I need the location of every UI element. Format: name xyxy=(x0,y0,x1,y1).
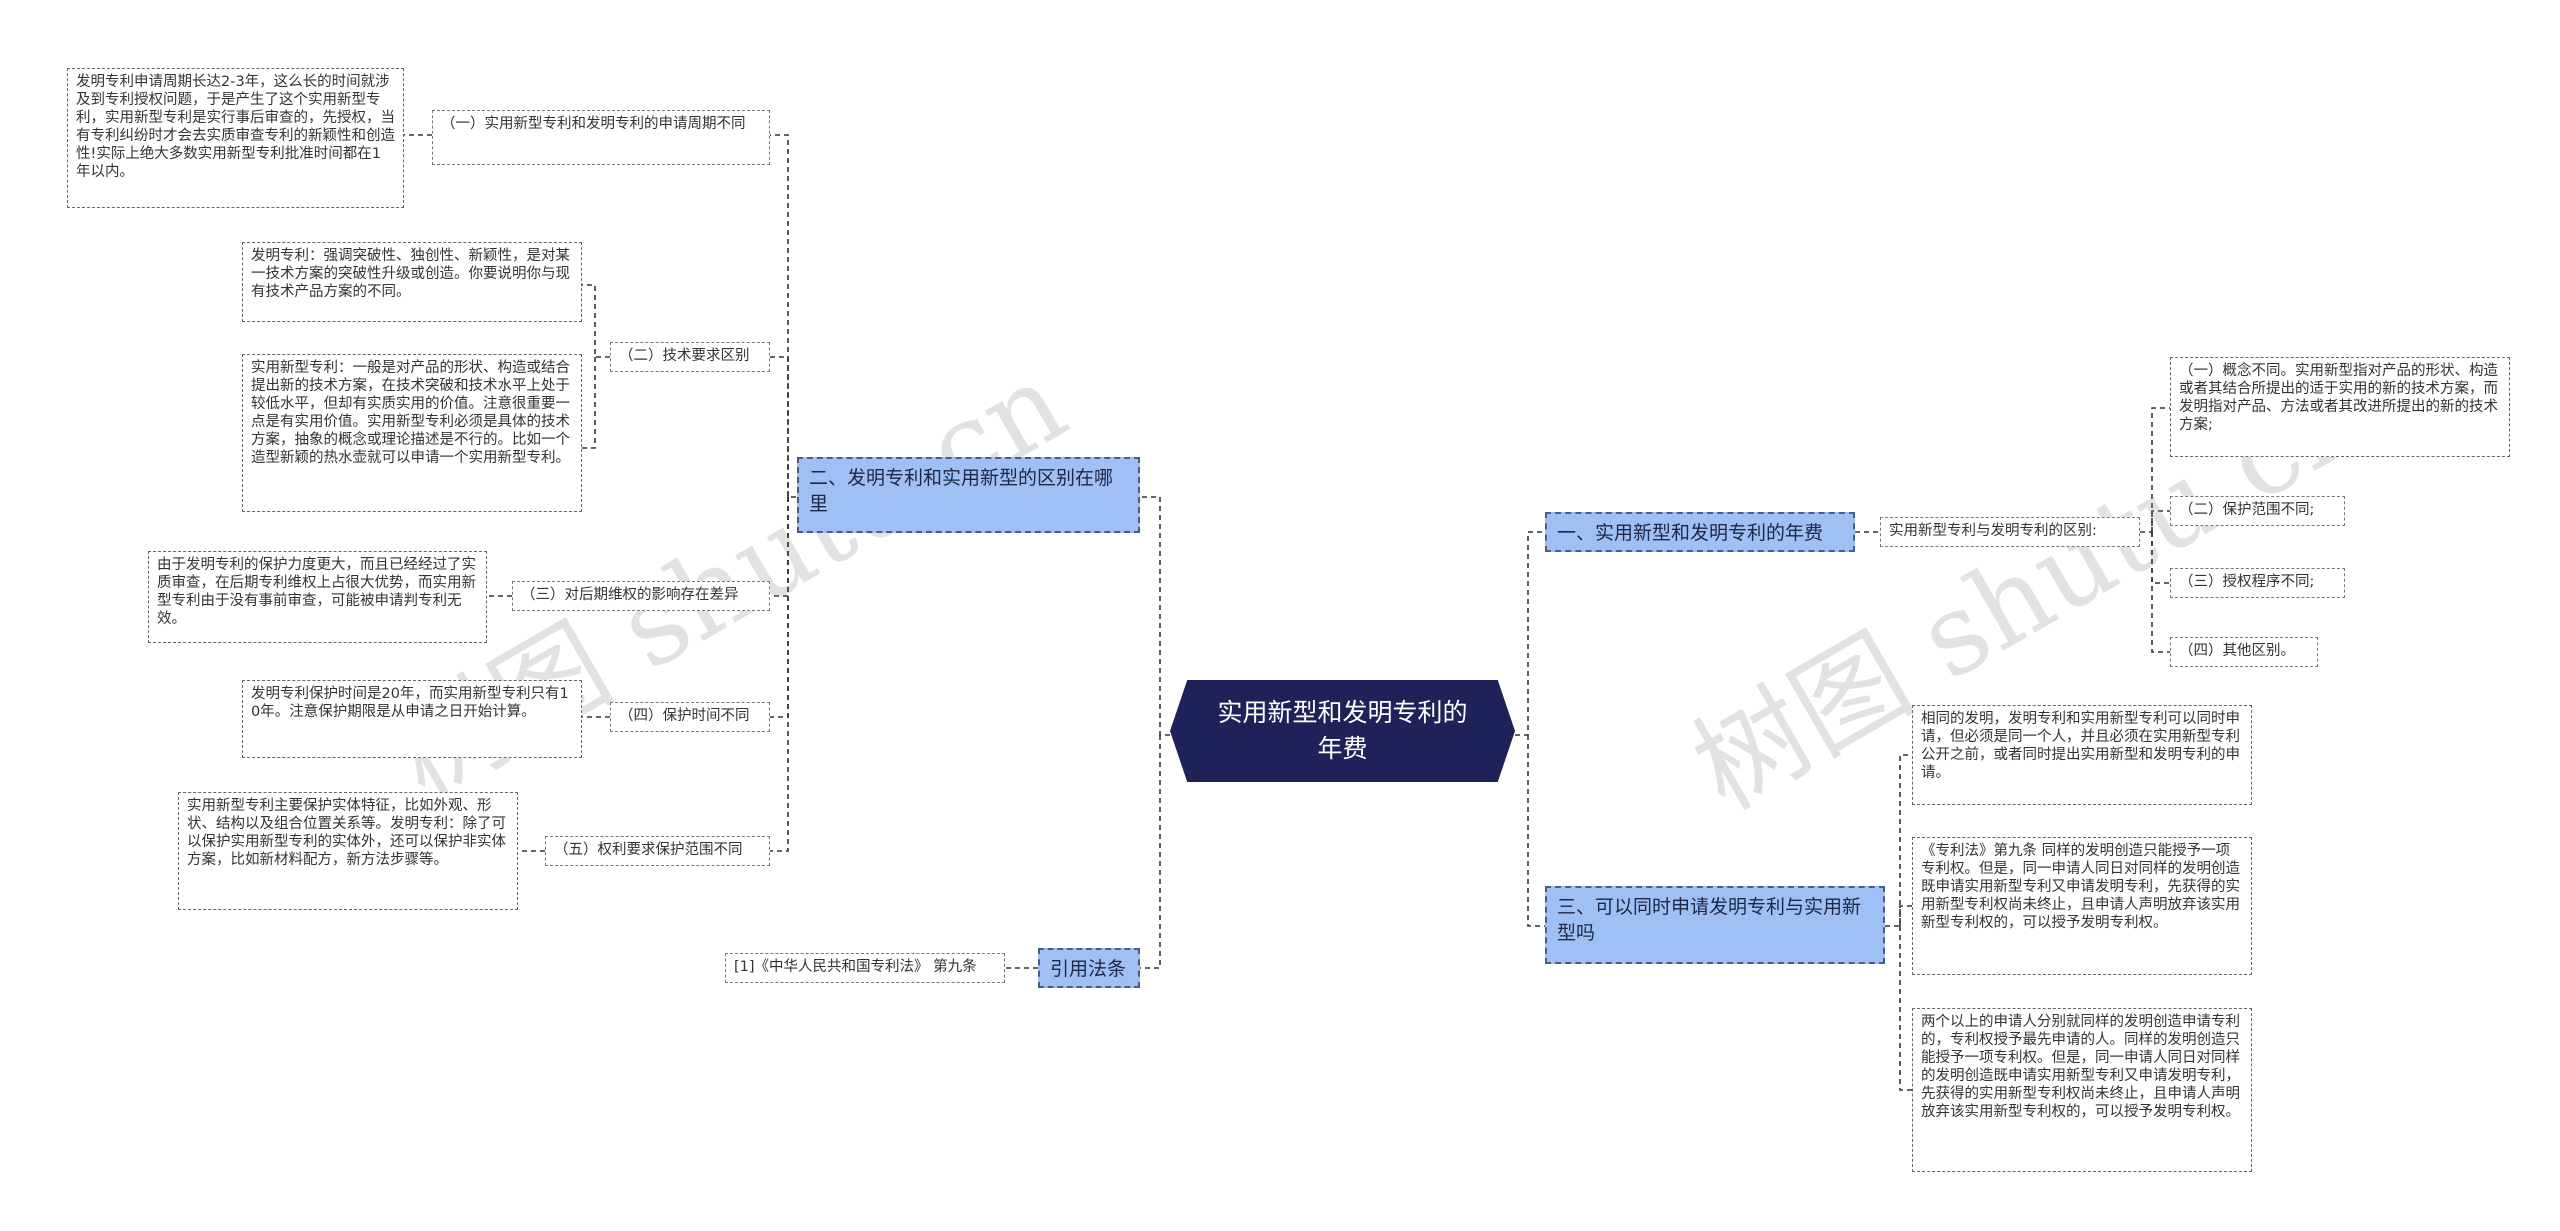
leaf-claims-scope[interactable]: 实用新型专利主要保护实体特征，比如外观、形状、结构以及组合位置关系等。发明专利：… xyxy=(178,792,518,910)
leaf-patent-law-article[interactable]: [1]《中华人民共和国专利法》 第九条 xyxy=(725,953,1005,983)
root-topic-label: 实用新型和发明专利的年费 xyxy=(1217,698,1468,763)
leaf-same-invention[interactable]: 相同的发明，发明专利和实用新型专利可以同时申请，但必须是同一个人，并且必须在实用… xyxy=(1912,705,2252,805)
subtopic-claims-scope[interactable]: （五）权利要求保护范围不同 xyxy=(545,836,770,866)
leaf-concept-difference[interactable]: （一）概念不同。实用新型指对产品的形状、构造或者其结合所提出的适于实用的新的技术… xyxy=(2170,357,2510,457)
branch-differences[interactable]: 二、发明专利和实用新型的区别在哪里 xyxy=(797,457,1140,533)
leaf-procedure-difference[interactable]: （三）授权程序不同; xyxy=(2170,568,2345,598)
leaf-utility-model[interactable]: 实用新型专利：一般是对产品的形状、构造或结合提出新的技术方案，在技术突破和技术水… xyxy=(242,354,582,512)
subtopic-technical-requirements[interactable]: （二）技术要求区别 xyxy=(610,342,770,372)
leaf-scope-difference[interactable]: （二）保护范围不同; xyxy=(2170,496,2345,526)
leaf-patent-law-article-9[interactable]: 《专利法》第九条 同样的发明创造只能授予一项专利权。但是，同一申请人同日对同样的… xyxy=(1912,837,2252,975)
leaf-rights-protection[interactable]: 由于发明专利的保护力度更大，而且已经经过了实质审查，在后期专利维权上占很大优势，… xyxy=(148,551,487,643)
mid-difference-list[interactable]: 实用新型专利与发明专利的区别: xyxy=(1880,517,2140,547)
branch-cited-law[interactable]: 引用法条 xyxy=(1038,948,1140,988)
subtopic-rights-protection[interactable]: （三）对后期维权的影响存在差异 xyxy=(512,581,770,611)
subtopic-protection-period[interactable]: （四）保护时间不同 xyxy=(610,702,770,732)
subtopic-application-period[interactable]: （一）实用新型专利和发明专利的申请周期不同 xyxy=(432,110,770,165)
leaf-first-applicant[interactable]: 两个以上的申请人分别就同样的发明创造申请专利的，专利权授予最先申请的人。同样的发… xyxy=(1912,1008,2252,1172)
branch-annual-fee[interactable]: 一、实用新型和发明专利的年费 xyxy=(1545,512,1855,552)
leaf-invention-patent[interactable]: 发明专利：强调突破性、独创性、新颖性，是对某一技术方案的突破性升级或创造。你要说… xyxy=(242,242,582,322)
leaf-application-period[interactable]: 发明专利申请周期长达2-3年，这么长的时间就涉及到专利授权问题，于是产生了这个实… xyxy=(67,68,404,208)
leaf-other-difference[interactable]: （四）其他区别。 xyxy=(2170,637,2318,667)
root-topic[interactable]: 实用新型和发明专利的年费 xyxy=(1170,680,1515,782)
leaf-protection-period[interactable]: 发明专利保护时间是20年，而实用新型专利只有10年。注意保护期限是从申请之日开始… xyxy=(242,680,582,758)
branch-simultaneous-application[interactable]: 三、可以同时申请发明专利与实用新型吗 xyxy=(1545,886,1885,964)
